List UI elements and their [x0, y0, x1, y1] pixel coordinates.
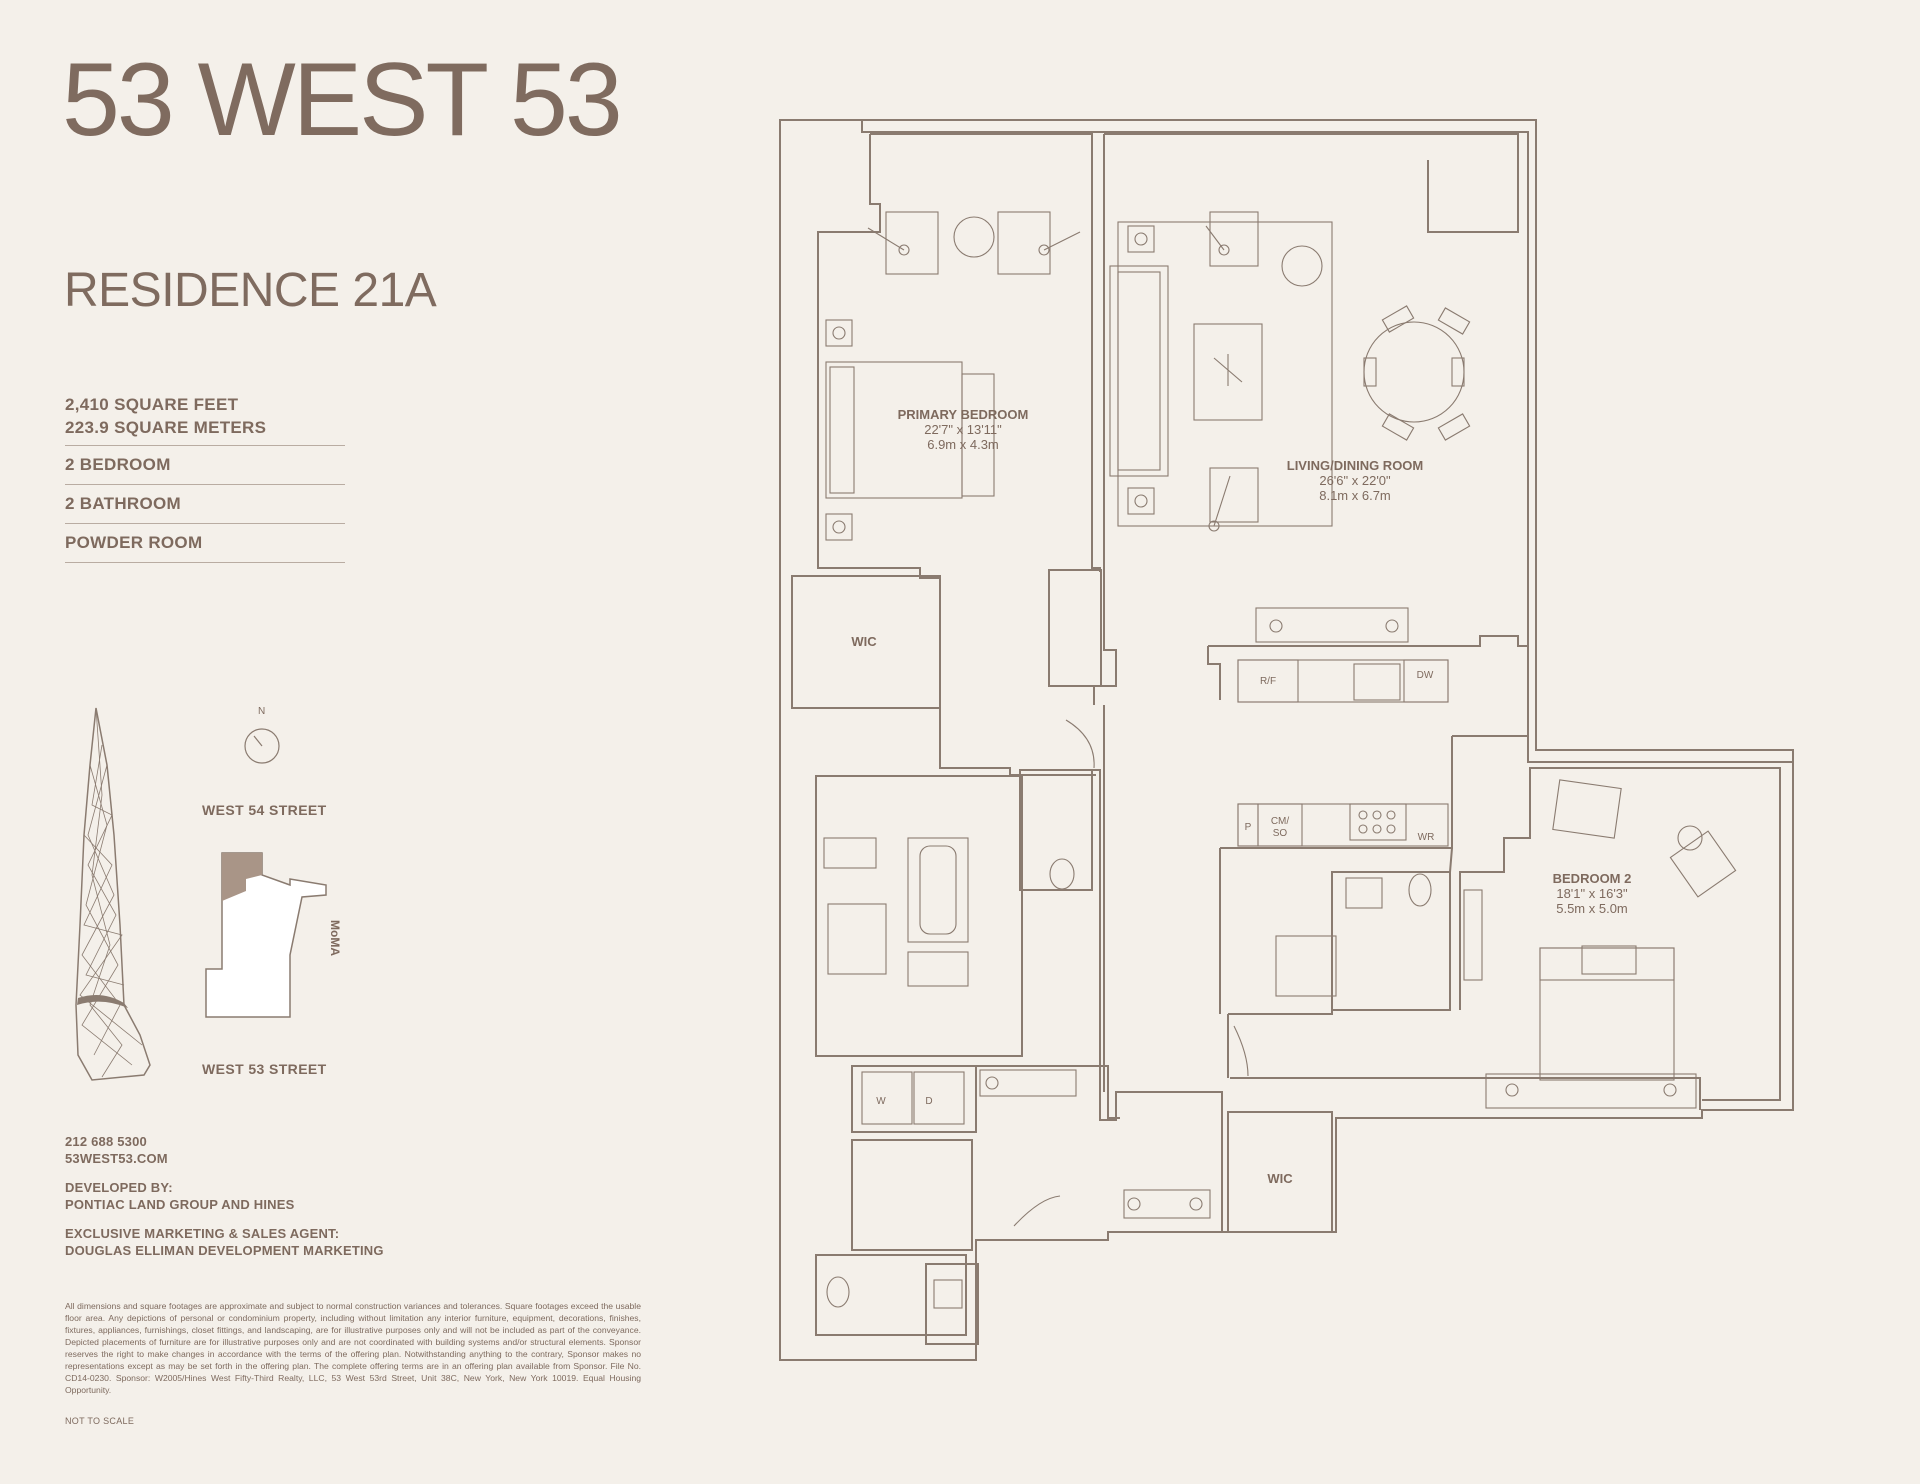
outer-wall: [779, 119, 1794, 1361]
primary-bedroom-dim-m: 6.9m x 4.3m: [927, 437, 999, 452]
square-feet: 2,410 SQUARE FEET: [65, 395, 239, 414]
bathroom-count: 2 BATHROOM: [65, 484, 345, 523]
floor-plan: PRIMARY BEDROOM 22'7" x 13'11" 6.9m x 4.…: [779, 119, 1794, 1361]
bath-1: [815, 775, 1023, 1057]
wic-right-room: [1227, 1111, 1333, 1233]
street-west-53: WEST 53 STREET: [202, 1061, 327, 1077]
developer-name: PONTIAC LAND GROUP AND HINES: [65, 1197, 295, 1212]
speed-oven-label: SO: [1273, 828, 1288, 839]
dryer-label: D: [925, 1096, 932, 1107]
area-block: 2,410 SQUARE FEET 223.9 SQUARE METERS: [65, 393, 345, 445]
tower-silhouette-icon: [75, 707, 151, 1081]
bedroom2-label: BEDROOM 2: [1553, 871, 1632, 886]
compass-icon: [244, 728, 280, 764]
not-to-scale-note: NOT TO SCALE: [65, 1416, 135, 1426]
phone-number: 212 688 5300: [65, 1134, 147, 1149]
wic-left-label: WIC: [851, 634, 877, 649]
square-meters: 223.9 SQUARE METERS: [65, 418, 267, 437]
bath-2: [1331, 871, 1451, 1011]
dishwasher-label: DW: [1417, 670, 1434, 681]
site-plan: [205, 852, 327, 1018]
wic-right-label: WIC: [1267, 1171, 1293, 1186]
agent-name: DOUGLAS ELLIMAN DEVELOPMENT MARKETING: [65, 1243, 384, 1258]
living-room-label: LIVING/DINING ROOM: [1287, 458, 1424, 473]
bedroom2-dim-m: 5.5m x 5.0m: [1556, 901, 1628, 916]
specs-list: 2,410 SQUARE FEET 223.9 SQUARE METERS 2 …: [65, 393, 345, 563]
living-room-dim-m: 8.1m x 6.7m: [1319, 488, 1391, 503]
living-wall: [1104, 133, 1519, 233]
page-title: 53 WEST 53: [62, 42, 623, 158]
primary-bedroom-dim-ft: 22'7" x 13'11": [924, 422, 1002, 437]
contact-block: 212 688 5300 53WEST53.COM DEVELOPED BY: …: [65, 1133, 384, 1259]
developed-by-label: DEVELOPED BY:: [65, 1180, 173, 1195]
primary-bedroom-label: PRIMARY BEDROOM: [898, 407, 1029, 422]
kitchen-wall: [1208, 635, 1528, 647]
coffee-maker-label: CM/: [1271, 816, 1290, 827]
residence-number: RESIDENCE 21A: [64, 264, 437, 317]
powder-room: POWDER ROOM: [65, 523, 345, 563]
street-west-54: WEST 54 STREET: [202, 802, 327, 818]
wic-left-room: [791, 575, 941, 709]
washer-label: W: [876, 1096, 886, 1107]
laundry-room: [851, 1065, 977, 1133]
primary-bedroom-wall: [870, 133, 1101, 572]
website: 53WEST53.COM: [65, 1151, 168, 1166]
agent-label: EXCLUSIVE MARKETING & SALES AGENT:: [65, 1226, 340, 1241]
bedroom-count: 2 BEDROOM: [65, 445, 345, 484]
bedroom2-dim-ft: 18'1" x 16'3": [1556, 886, 1628, 901]
pantry-label: P: [1245, 822, 1252, 833]
powder-room-wall: [1092, 769, 1223, 1232]
moma-label: MoMA: [328, 920, 342, 956]
north-label: N: [258, 706, 266, 717]
legal-disclaimer: All dimensions and square footages are a…: [65, 1301, 641, 1395]
refrigerator-label: R/F: [1260, 676, 1276, 687]
wine-refrigerator-label: WR: [1418, 832, 1435, 843]
living-room-dim-ft: 26'6" x 22'0": [1319, 473, 1391, 488]
